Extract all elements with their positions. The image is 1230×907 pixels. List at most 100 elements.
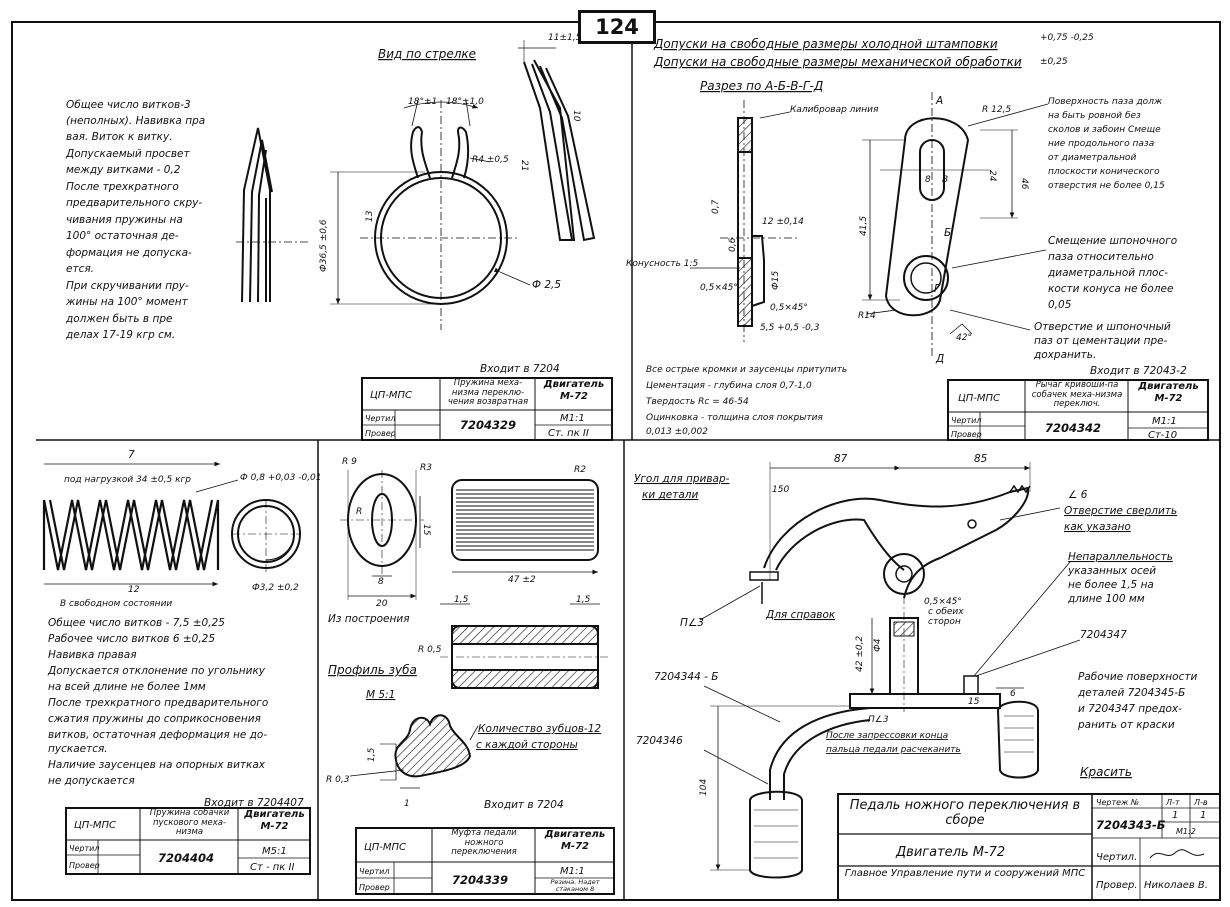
- q5-chamfer: 0,5×45°: [924, 597, 962, 607]
- q1-tb-material: Ст. пк II: [548, 428, 589, 439]
- q1-enters: Входит в 7204: [480, 363, 560, 375]
- q1-view-title: Вид по стрелке: [378, 47, 476, 61]
- q1-spring-side-view: [236, 127, 310, 303]
- q3-note: пускается.: [48, 743, 108, 755]
- q2-d0-7: 0,7: [711, 199, 721, 214]
- q2-r14: R14: [858, 311, 876, 321]
- q3-dia: Ф3,2 ±0,2: [252, 583, 299, 593]
- q4-d1: 1: [404, 799, 410, 809]
- q3-tb-material: Ст - пк II: [250, 862, 294, 873]
- q3-note: на всей длине не более 1мм: [48, 681, 206, 693]
- q5-part344: 7204344 - Б: [654, 671, 718, 683]
- q1-d13: 13: [365, 210, 375, 222]
- q1-spring-arm-view: [518, 40, 596, 242]
- q5-chamfer-b: с обеих: [928, 607, 964, 617]
- q2-enters: Входит в 72043-2: [1090, 365, 1187, 377]
- q1-note: Допускаемый просвет: [65, 148, 190, 160]
- q4-tb-engine: Двигатель М-72: [544, 829, 606, 852]
- q5-tb-signature: [1149, 849, 1205, 859]
- q3-note: Навивка правая: [48, 649, 137, 661]
- page-number-box: 124: [578, 10, 656, 44]
- q3-note: Наличие заусенцев на опорных витках: [48, 759, 266, 771]
- q2-section-title: Разрез по А-Б-В-Г-Д: [700, 79, 823, 93]
- q5-pl3: П∠3: [680, 617, 704, 629]
- q3-spring-coils: [42, 461, 239, 587]
- q2-taper: Конусность 1:5: [626, 259, 699, 269]
- q3-note: сжатия пружины до соприкосновения: [48, 713, 261, 725]
- q1-spring-front-view: [330, 99, 531, 330]
- q2-note: ние продольного паза: [1048, 139, 1154, 149]
- q5-tb-dept: Главное Управление пути и сооружений МПС: [844, 868, 1086, 879]
- q1-note: После трехкратного: [66, 181, 179, 193]
- q1-tb-scale: М1:1: [560, 413, 585, 424]
- q3-note: После трехкратного предварительного: [48, 697, 268, 709]
- q3-note: не допускается: [48, 775, 135, 787]
- q2-d42: 42°: [956, 333, 972, 343]
- q4-title-block: [355, 827, 615, 895]
- q4-tb-scale: М1:1: [560, 866, 585, 877]
- q1-tb-engine: Двигатель М-72: [543, 379, 605, 402]
- q5-d42: 42 ±0,2: [855, 636, 865, 672]
- q2-tb-org: ЦП-МПС: [958, 393, 1000, 404]
- q1-note: ется.: [66, 263, 94, 275]
- q1-d21: 21: [519, 160, 529, 171]
- q3-spring-end-view: [231, 499, 301, 574]
- q3-tb-engine-box: Двигатель М-72: [244, 809, 304, 832]
- q3-note: витков, остаточная деформация не до-: [48, 729, 267, 741]
- q2-note: сколов и забоин Смеще: [1048, 125, 1161, 135]
- q2-letter-g: Г: [934, 283, 941, 295]
- q2-note: 0,05: [1048, 299, 1072, 311]
- q2-tb-name: Рычаг кривоши-па собачек меха-низма пере…: [1031, 381, 1123, 409]
- q1-note: между витками - 0,2: [66, 164, 181, 176]
- q5-tb-title: Педаль ножного переключения в сборе: [849, 798, 1081, 828]
- q4-rr: R: [356, 507, 362, 517]
- q2-note: Смещение шпоночного: [1048, 235, 1177, 247]
- q5-ref: Для справок: [765, 609, 836, 621]
- q3-free-state: В свободном состоянии: [60, 599, 172, 609]
- q2-note: плоскости конического: [1048, 167, 1160, 177]
- q1-d10: 10: [571, 110, 581, 122]
- q1-tb-name-box: Пружина меха-низма переклю-чения возврат…: [448, 379, 528, 407]
- q5-tb-checker: Николаев В.: [1144, 880, 1208, 891]
- q5-tb-number: 7204343-Б: [1096, 818, 1166, 832]
- q2-d5-5: 5,5 +0,5 -0,3: [760, 323, 820, 333]
- q3-tb-number: 7204404: [158, 851, 214, 865]
- q5-work-surface: и 7204347 предох-: [1078, 703, 1182, 715]
- q5-pedal-drawing: Угол для привар- ки детали 87 85 150 ∠ 6…: [634, 453, 1221, 901]
- q2-d41-5: 41,5: [859, 216, 869, 236]
- q5-angle6: ∠ 6: [1068, 489, 1088, 501]
- q4-sleeve-side-view: [451, 479, 599, 575]
- q1-tb-engine-box: Двигатель М-72: [543, 379, 605, 402]
- q5-d15: 15: [968, 697, 980, 707]
- q5-tb-check-label: Провер.: [1096, 880, 1138, 891]
- q2-tolerance-1: Допуски на свободные размеры холодной шт…: [653, 37, 998, 51]
- page-number: 124: [595, 15, 639, 39]
- q2-letter-a: А: [935, 95, 943, 107]
- q2-r12-5: R 12,5: [982, 105, 1011, 115]
- q2-note-bottom: 0,013 ±0,002: [646, 427, 708, 437]
- q3-spring-drawing: 7 под нагрузкой 34 ±0,5 кгр Ф 0,8 +0,03 …: [42, 449, 322, 875]
- q3-load: под нагрузкой 34 ±0,5 кгр: [64, 475, 191, 485]
- q4-p1-5: 1,5: [367, 747, 377, 762]
- q4-r9: R 9: [342, 457, 357, 467]
- q3-tb-drawn-label: Чертил: [69, 844, 99, 853]
- q3-title-block: [65, 807, 311, 875]
- q5-nonpar: длине 100 мм: [1067, 593, 1145, 605]
- q1-note: формация не допуска-: [66, 247, 192, 259]
- q2-tolerance-2-val: ±0,25: [1040, 57, 1068, 67]
- q5-work-surface: деталей 7204345-Б: [1077, 687, 1185, 699]
- q4-r3: R3: [420, 463, 432, 473]
- q4-tb-check-label: Провер: [359, 883, 390, 892]
- q2-notes-bottom: Все острые кромки и заусенцы притупить Ц…: [646, 365, 847, 437]
- q2-chamfer-1: 0,5×45°: [700, 283, 738, 293]
- q2-note: Поверхность паза долж: [1048, 97, 1163, 107]
- q5-title-block: [837, 793, 1221, 901]
- q2-note: на быть ровной без: [1048, 111, 1141, 121]
- q4-sleeve-end-view: [340, 470, 424, 600]
- q2-letter-b: Б: [944, 227, 951, 239]
- q2-tb-drawn-label: Чертил: [951, 416, 981, 425]
- q2-note: диаметральной плос-: [1047, 267, 1168, 279]
- q2-d12: 12 ±0,14: [762, 217, 804, 227]
- q4-enters: Входит в 7204: [484, 799, 564, 811]
